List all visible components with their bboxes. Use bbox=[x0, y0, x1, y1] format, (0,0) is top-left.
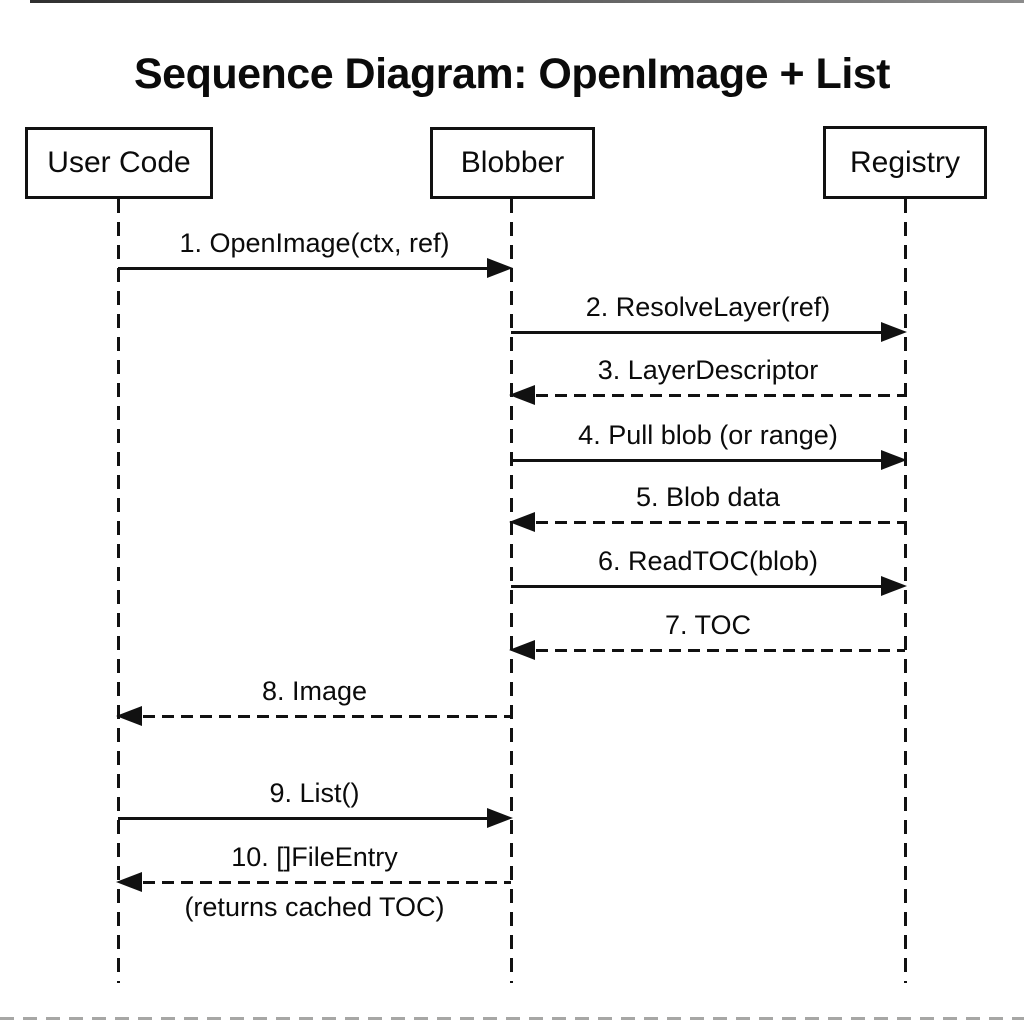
message-10-note: (returns cached TOC) bbox=[184, 892, 445, 922]
arrowhead-right-icon bbox=[881, 322, 907, 342]
actor-label-user-code: User Code bbox=[47, 146, 191, 179]
message-2-label: 2. ResolveLayer(ref) bbox=[585, 292, 831, 322]
message-8-line bbox=[124, 714, 511, 718]
lifeline-user-code bbox=[117, 199, 120, 983]
message-10-line bbox=[124, 880, 511, 884]
actor-label-blobber: Blobber bbox=[460, 146, 565, 179]
arrowhead-left-icon bbox=[116, 706, 142, 726]
message-5-label: 5. Blob data bbox=[635, 482, 781, 512]
actor-box-blobber: Blobber bbox=[430, 127, 595, 199]
message-4-line bbox=[511, 458, 899, 462]
message-7-line bbox=[517, 648, 905, 652]
arrowhead-left-icon bbox=[509, 640, 535, 660]
message-4-label: 4. Pull blob (or range) bbox=[578, 420, 838, 450]
actor-box-registry: Registry bbox=[823, 126, 987, 199]
message-9-label: 9. List() bbox=[269, 778, 360, 808]
arrowhead-left-icon bbox=[116, 872, 142, 892]
diagram-title: Sequence Diagram: OpenImage + List bbox=[133, 50, 891, 98]
arrowhead-right-icon bbox=[487, 808, 513, 828]
bottom-edge-artifact bbox=[0, 1017, 1024, 1020]
message-7-label: 7. TOC bbox=[664, 610, 752, 640]
actor-label-registry: Registry bbox=[849, 145, 961, 179]
arrowhead-right-icon bbox=[487, 258, 513, 278]
message-5-line bbox=[517, 520, 905, 524]
actor-box-user-code: User Code bbox=[25, 127, 213, 199]
top-edge-artifact bbox=[30, 0, 1024, 3]
message-1-label: 1. OpenImage(ctx, ref) bbox=[179, 228, 450, 258]
arrowhead-left-icon bbox=[509, 385, 535, 405]
arrowhead-left-icon bbox=[509, 512, 535, 532]
arrowhead-right-icon bbox=[881, 576, 907, 596]
message-6-label: 6. ReadTOC(blob) bbox=[597, 546, 819, 576]
message-6-line bbox=[511, 584, 899, 588]
message-9-line bbox=[118, 816, 505, 820]
lifeline-blobber bbox=[510, 199, 513, 983]
message-2-line bbox=[511, 330, 899, 334]
message-3-line bbox=[517, 393, 905, 397]
message-3-label: 3. LayerDescriptor bbox=[597, 355, 819, 385]
message-1-line bbox=[118, 266, 505, 270]
message-8-label: 8. Image bbox=[261, 676, 368, 706]
message-10-label: 10. []FileEntry bbox=[231, 842, 398, 872]
arrowhead-right-icon bbox=[881, 450, 907, 470]
